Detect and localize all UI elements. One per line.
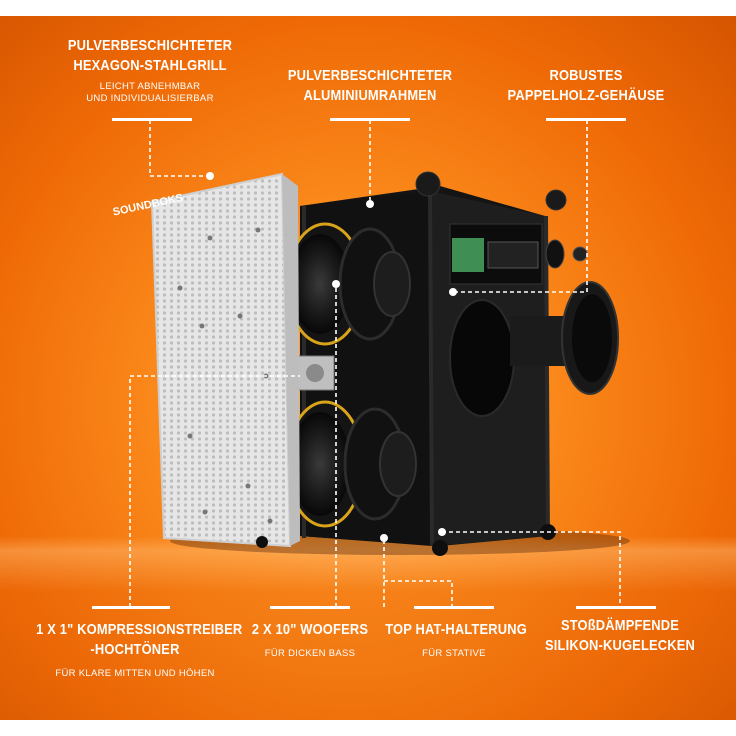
callout-tweeter-sub-1: FÜR KLARE MITTEN UND HÖHEN [55,668,215,679]
callout-tweeter-bar [92,606,170,609]
callout-housing: ROBUSTES PAPPELHOLZ-GEHÄUSE [486,66,686,106]
callout-grill-title-1: PULVERBESCHICHTETER [67,37,233,54]
callout-tophat-sub-1: FÜR STATIVE [422,648,486,659]
callout-grill-sub-2: UND INDIVIDUALISIERBAR [86,93,214,104]
callout-housing-title-2: PAPPELHOLZ-GEHÄUSE [507,87,665,104]
callout-woofers-bar [270,606,350,609]
callout-woofers-title-1: 2 X 10" WOOFERS [251,621,369,638]
exploded-speaker-illustration: SOUNDBOKS [112,120,630,607]
callout-grill-sub-1: LEICHT ABNEHMBAR [99,81,201,92]
amplifier-board [452,238,484,272]
callout-grill-title-2: HEXAGON-STAHLGRILL [73,57,227,74]
callout-tophat-title-1: TOP HAT-HALTERUNG [385,621,527,638]
callout-leaders [129,120,621,607]
callout-tophat: TOP HAT-HALTERUNG FÜR STATIVE [374,620,534,660]
callout-tweeter-title-1: 1 X 1" KOMPRESSIONSTREIBER [36,621,243,638]
woofer-top [285,222,411,346]
callout-grill: PULVERBESCHICHTETER HEXAGON-STAHLGRILL L… [50,36,250,105]
callout-frame-title-1: PULVERBESCHICHTETER [287,67,453,84]
callout-tophat-bar [414,606,494,609]
port-tube [510,281,619,395]
product-infographic: SOUNDBOKS PULVERBESCHICHTETER HE [0,16,736,720]
callout-dots [206,172,457,542]
callout-frame: PULVERBESCHICHTETER ALUMINIUMRAHMEN [270,66,470,106]
callout-tweeter: 1 X 1" KOMPRESSIONSTREIBER -HOCHTÖNER FÜ… [20,620,250,680]
knob-top [415,171,441,197]
callout-housing-title-1: ROBUSTES [549,67,623,84]
callout-woofers: 2 X 10" WOOFERS FÜR DICKEN BASS [240,620,380,660]
hexagon-grill: SOUNDBOKS [112,172,300,548]
callout-tweeter-title-2: -HOCHTÖNER [90,641,180,658]
callout-corners: STOßDÄMPFENDE SILIKON-KUGELECKEN [530,616,710,656]
callout-frame-title-2: ALUMINIUMRAHMEN [303,87,437,104]
callout-housing-bar [546,118,626,121]
callout-grill-bar [112,118,192,121]
bass-port [449,299,515,417]
callout-corners-title-1: STOßDÄMPFENDE [560,617,680,634]
woofer-bottom [285,400,417,528]
callout-frame-bar [330,118,410,121]
callout-corners-title-2: SILIKON-KUGELECKEN [544,637,696,654]
floor-glow [0,536,736,720]
compression-tweeter [295,355,335,391]
callout-woofers-sub-1: FÜR DICKEN BASS [264,648,356,659]
callout-corners-bar [576,606,656,609]
corner-ball-1 [432,540,448,556]
